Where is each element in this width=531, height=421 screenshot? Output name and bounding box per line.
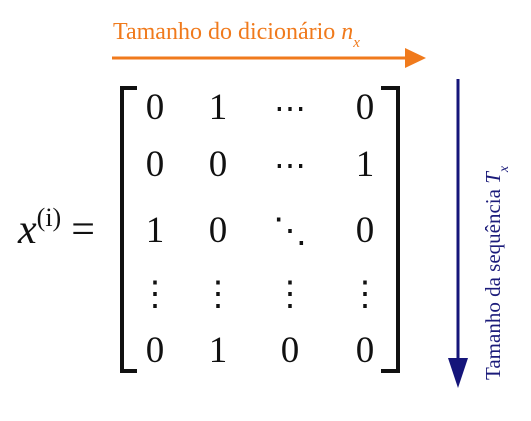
matrix-cell-r3-c4: 0 (356, 210, 375, 251)
matrix-cell-r2-c1: 0 (146, 144, 165, 185)
matrix-cell-r3-c2: 0 (209, 210, 228, 251)
matrix-cell-r4-c4: ⋮ (348, 276, 382, 313)
matrix-cell-r5-c4: 0 (356, 330, 375, 371)
sequence-length-arrow (448, 79, 468, 388)
dictionary-size-arrow (112, 48, 426, 68)
matrix-cell-r4-c2: ⋮ (201, 276, 235, 313)
matrix-cell-r1-c2: 1 (209, 87, 228, 128)
matrix-cell-r5-c1: 0 (146, 330, 165, 371)
matrix-cell-r2-c4: 1 (356, 144, 375, 185)
matrix-cell-r4-c1: ⋮ (138, 276, 172, 313)
matrix-cell-r5-c2: 1 (209, 330, 228, 371)
right-bracket (381, 86, 400, 373)
left-bracket (120, 86, 137, 373)
matrix-cell-r2-c2: 0 (209, 144, 228, 185)
matrix-cell-r4-c3: ⋮ (273, 276, 307, 313)
dictionary-size-label: Tamanho do dicionário nx (113, 19, 360, 51)
matrix-cell-r1-c3: ⋯ (274, 90, 306, 126)
matrix-cell-r2-c3: ⋯ (274, 147, 306, 183)
matrix-cell-r3-c1: 1 (146, 210, 165, 251)
matrix-cell-r1-c4: 0 (356, 87, 375, 128)
matrix-cell-r5-c3: 0 (281, 330, 300, 371)
lhs-expression: x(i)= (17, 203, 95, 253)
matrix-cells: 0 1 ⋯ 0 0 0 ⋯ 1 1 0 ⋱ 0 ⋮ ⋮ ⋮ ⋮ 0 1 0 0 (138, 87, 382, 371)
sequence-length-label: Tamanho da sequência Tx (481, 165, 512, 380)
matrix-cell-r3-c3: ⋱ (273, 213, 307, 250)
matrix-cell-r1-c1: 0 (146, 87, 165, 128)
